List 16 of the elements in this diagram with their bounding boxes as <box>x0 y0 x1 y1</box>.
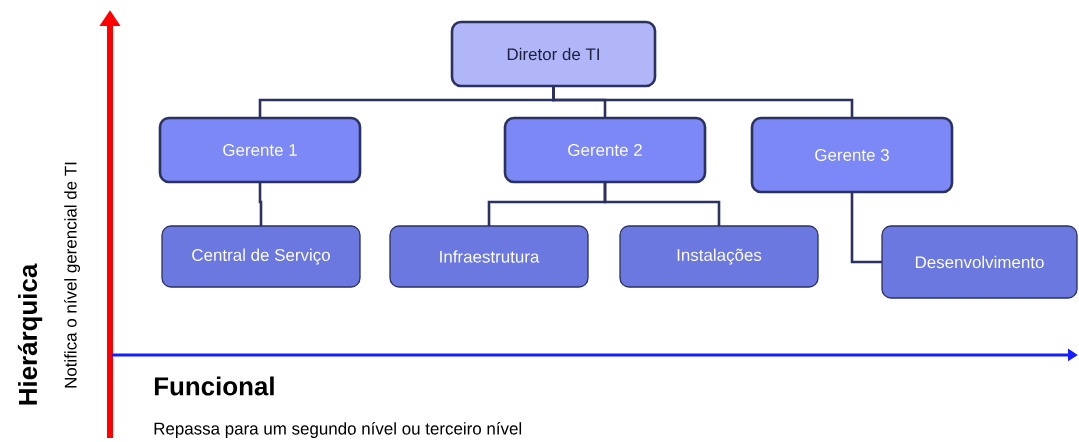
org-box: Central de Serviço <box>161 225 361 288</box>
org-box: Gerente 1 <box>158 116 362 184</box>
org-box: Diretor de TI <box>450 20 657 88</box>
org-box: Instalações <box>619 225 819 288</box>
connector-line <box>603 182 721 226</box>
connector-line <box>850 192 882 264</box>
org-box: Desenvolvimento <box>881 225 1078 299</box>
connector-line <box>258 182 263 226</box>
axis-title: Funcional <box>154 376 274 396</box>
org-box: Gerente 3 <box>750 116 954 194</box>
org-box: Infraestrutura <box>389 225 589 288</box>
connector-line <box>552 86 854 118</box>
axis-description: Notifica o nível gerencial de TI <box>64 162 80 388</box>
axis-title: Hierárquica <box>17 263 43 405</box>
axis-description: Repassa para um segundo nível ou terceiro nível <box>154 422 522 438</box>
org-box: Gerente 2 <box>503 116 707 184</box>
